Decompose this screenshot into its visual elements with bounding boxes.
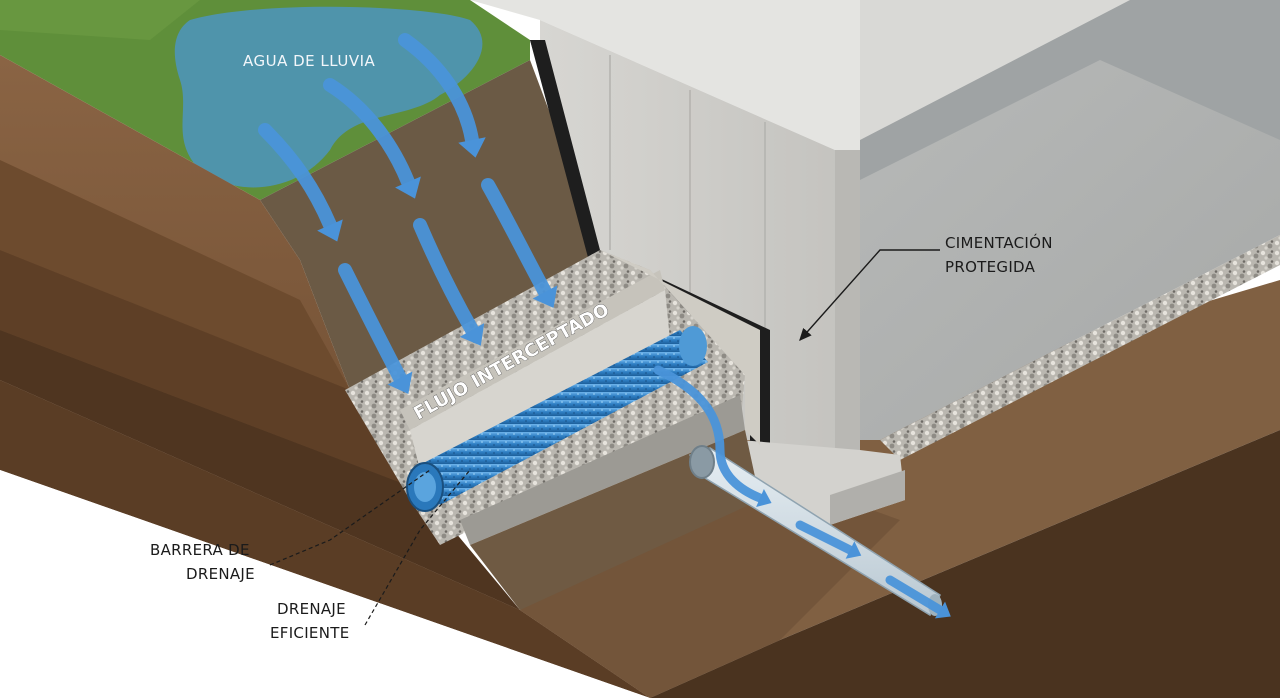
arrowhead-icon bbox=[532, 285, 558, 308]
down-arrow-icon bbox=[885, 575, 945, 615]
rain-label: AGUA DE LLUVIA bbox=[243, 52, 376, 70]
down-arrow-icon bbox=[338, 263, 407, 385]
barrier-label-1: BARRERA DE bbox=[150, 541, 250, 559]
down-arrow-icon bbox=[481, 178, 552, 299]
soil-layer-3 bbox=[0, 330, 520, 610]
down-arrow-icon bbox=[323, 78, 415, 189]
trench-slope bbox=[260, 60, 610, 390]
arrowhead-icon bbox=[756, 489, 772, 507]
foundation-wall bbox=[540, 20, 860, 470]
footing-side bbox=[830, 470, 905, 525]
arrowhead-icon bbox=[387, 371, 413, 394]
waterproof-membrane bbox=[530, 40, 770, 450]
arrowhead-icon bbox=[934, 601, 951, 619]
drain-label-1: DRENAJE bbox=[277, 600, 346, 618]
soil-base-edge bbox=[0, 470, 650, 698]
barrier-leader bbox=[269, 469, 431, 566]
down-arrow-icon bbox=[795, 520, 855, 555]
corner-column bbox=[835, 150, 860, 470]
drain-label-2: EFICIENTE bbox=[270, 624, 349, 642]
trench-liner bbox=[600, 250, 760, 445]
interior-floor bbox=[860, 60, 1280, 440]
barrier-label-2: DRENAJE bbox=[186, 565, 255, 583]
soil-layer-2 bbox=[0, 250, 420, 490]
down-arrow-icon bbox=[258, 123, 337, 232]
down-arrow-icon bbox=[413, 218, 479, 337]
filter-barrier-edge bbox=[400, 270, 665, 430]
foundation-label-2: PROTEGIDA bbox=[945, 258, 1036, 276]
soil-right-face bbox=[650, 430, 1280, 698]
slab-gravel bbox=[880, 235, 1280, 460]
foundation-leader bbox=[799, 249, 940, 342]
filter-barrier bbox=[410, 290, 670, 470]
arrowhead-icon bbox=[845, 541, 862, 559]
trench-floor bbox=[470, 430, 760, 610]
drain-leader bbox=[364, 469, 471, 626]
trench-step bbox=[460, 395, 745, 545]
perforated-drain-pipe bbox=[406, 326, 708, 512]
arrowhead-icon bbox=[395, 176, 421, 199]
soil-base-front bbox=[0, 380, 650, 698]
interior-upper bbox=[860, 0, 1130, 140]
arrowhead-icon bbox=[317, 219, 343, 242]
grass-shade bbox=[0, 0, 200, 40]
rain-puddle bbox=[174, 6, 483, 188]
soil-layer-1 bbox=[0, 160, 350, 390]
down-arrow-icon bbox=[653, 365, 765, 503]
foundation-label-1: CIMENTACIÓN bbox=[945, 233, 1053, 252]
arrowhead-icon bbox=[459, 323, 485, 346]
down-arrow-icon bbox=[398, 33, 479, 147]
arrowhead-icon bbox=[458, 137, 486, 158]
